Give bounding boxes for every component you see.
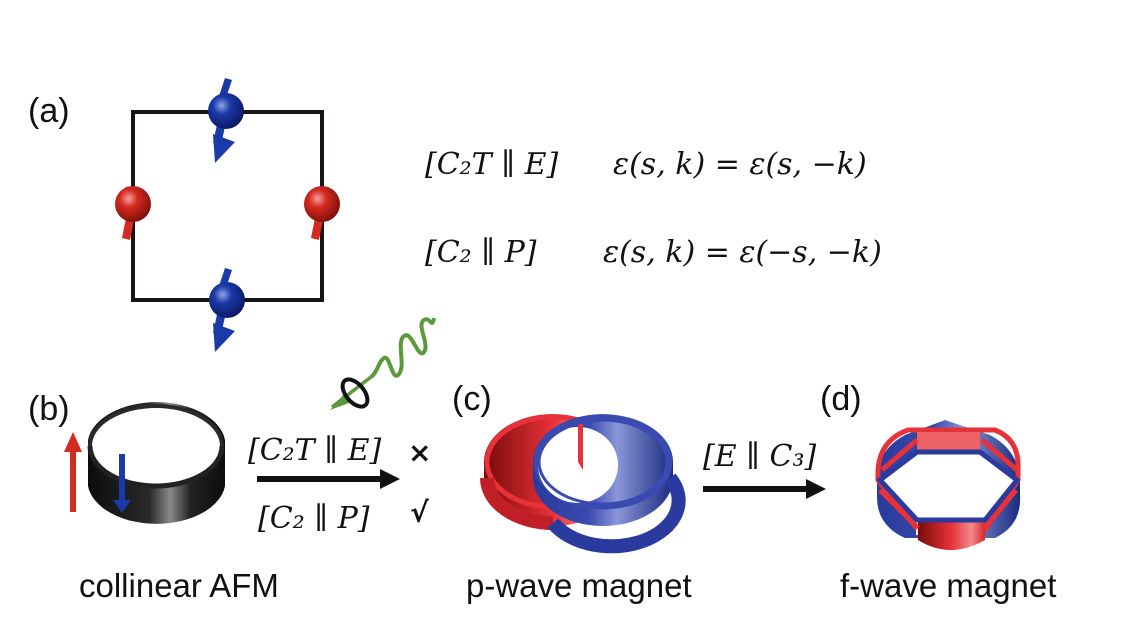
arrow-right-icon [806,479,826,499]
transition-bc-lower: [C₂ ∥ P] [258,501,370,536]
arrow-down-icon [113,500,131,513]
transition-cd-label: [E ∥ C₃] [703,439,817,474]
spin-up-arrow [64,432,82,512]
spin-up-atom-left [115,186,151,240]
equation-1-relation: ε(s, k) = ε(s, −k) [613,147,867,182]
circularly-polarized-light-icon [330,317,436,410]
transition-bc-upper-mark: × [408,436,431,469]
equation-1-symmetry: [C₂T ∥ E] [425,147,559,182]
black-ring [87,402,225,524]
panel-c-label: (c) [452,380,492,418]
equation-2-symmetry: [C₂ ∥ P] [425,235,537,270]
panel-c-caption: p-wave magnet [466,567,692,604]
f-wave-rings [875,420,1021,550]
spin-down-atom-bottom [209,268,245,352]
panel-a-label: (a) [28,92,70,130]
transition-bc-lower-mark: √ [410,496,429,529]
spin-up-atom-right [304,186,340,240]
panel-d-label: (d) [820,380,862,418]
p-wave-rings [480,414,686,554]
transition-bc-upper: [C₂T ∥ E] [248,433,382,468]
arrow-up-icon [64,432,82,452]
spin-down-arrow [113,454,131,513]
panel-b-label: (b) [28,390,70,428]
panel-d-caption: f-wave magnet [840,567,1056,604]
equation-2-relation: ε(s, k) = ε(−s, −k) [603,235,882,270]
panel-b-caption: collinear AFM [79,567,279,604]
arrow-right-icon [380,469,400,489]
spin-down-atom-top [208,78,244,163]
